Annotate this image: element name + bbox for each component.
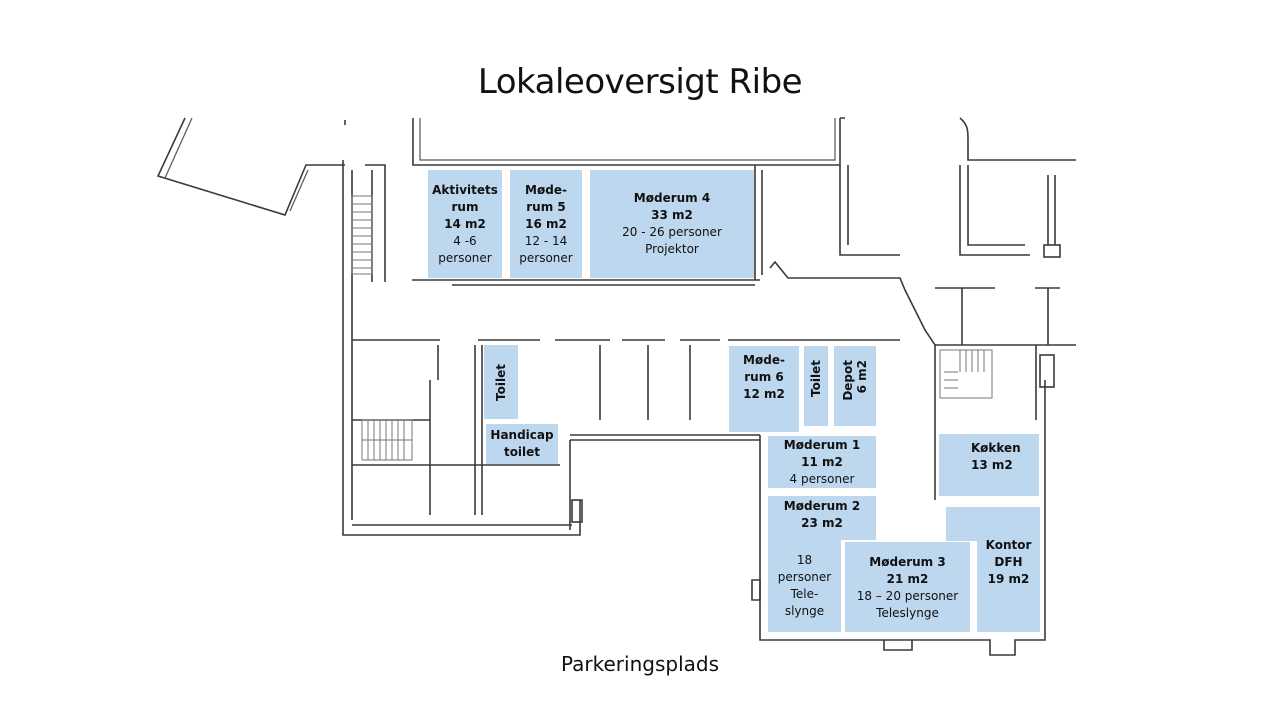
room-name: Møderum 1	[783, 437, 861, 452]
room-name: rum 6	[744, 370, 784, 384]
room-toilet-right[interactable]: Toilet	[804, 346, 828, 426]
room-area: 19 m2	[987, 572, 1030, 586]
room-handicap-toilet[interactable]: Handicap toilet	[486, 424, 558, 464]
room-name: rum 5	[526, 199, 566, 214]
room-koekken[interactable]: Køkken 13 m2	[939, 434, 1039, 496]
room-name: rum	[451, 199, 479, 214]
room-name: Aktivitets	[432, 182, 498, 197]
page-title: Lokaleoversigt Ribe	[477, 62, 803, 102]
room-aktivitetsrum[interactable]: Aktivitets rum 14 m2 4 -6 personer	[428, 170, 502, 278]
room-name: Møde-	[743, 353, 785, 367]
room-area: 14 m2	[444, 216, 486, 231]
room-name: Møde-	[525, 182, 567, 197]
room-capacity: 4 -6	[453, 233, 477, 248]
room-area: 23 m2	[801, 516, 843, 530]
room-moederum-2[interactable]: 18 personer Tele- slynge	[768, 540, 841, 632]
angled-wing-walls	[156, 117, 345, 216]
room-area: 6 m2	[855, 360, 869, 394]
room-name: DFH	[994, 555, 1023, 569]
room-name: Møderum 3	[869, 555, 946, 569]
room-name: Møderum 4	[633, 191, 711, 205]
lower-left-block	[342, 345, 760, 536]
room-area: 21 m2	[886, 572, 929, 586]
corridor-walls	[352, 260, 1076, 420]
room-area: 11 m2	[801, 454, 843, 469]
room-name: toilet	[503, 445, 541, 459]
room-capacity: personer	[519, 250, 573, 265]
right-wing-walls	[751, 345, 1055, 656]
room-capacity: personer	[438, 250, 492, 265]
room-name: Depot	[841, 360, 855, 401]
room-equipment: Projektor	[645, 242, 699, 256]
room-name: Kontor	[985, 538, 1032, 552]
room-area: 12 m2	[743, 387, 785, 401]
room-equipment: slynge	[784, 604, 825, 618]
room-moederum-5[interactable]: Møde- rum 5 16 m2 12 - 14 personer	[510, 170, 582, 278]
room-name: Møderum 2	[783, 499, 861, 513]
room-name: Toilet	[809, 360, 823, 397]
parking-label: Parkeringsplads	[560, 652, 719, 676]
room-toilet-left[interactable]: Toilet	[484, 345, 518, 419]
room-capacity: 12 - 14	[524, 233, 568, 248]
room-area: 16 m2	[525, 216, 567, 231]
room-depot[interactable]: Depot 6 m2	[834, 346, 876, 426]
room-name: Køkken	[971, 441, 1021, 455]
room-area: 13 m2	[971, 458, 1013, 472]
room-moederum-6[interactable]: Møde- rum 6 12 m2	[729, 346, 799, 432]
room-capacity: 18 – 20 personer	[856, 589, 959, 603]
room-kontor-dfh[interactable]: Kontor DFH 19 m2	[977, 507, 1040, 632]
top-outer-walls	[412, 117, 1076, 280]
room-capacity: 18	[796, 553, 813, 567]
room-equipment: Tele-	[790, 587, 819, 601]
room-name: Handicap	[490, 428, 554, 442]
room-equipment: Teleslynge	[876, 606, 939, 620]
room-area: 33 m2	[651, 208, 693, 222]
left-stair-column	[342, 120, 386, 520]
room-capacity: 4 personer	[789, 471, 855, 486]
room-capacity: 20 - 26 personer	[622, 225, 722, 239]
room-moederum-3[interactable]: Møderum 3 21 m2 18 – 20 personer Telesly…	[845, 542, 970, 632]
room-moederum-1[interactable]: Møderum 1 11 m2 4 personer	[768, 436, 876, 488]
room-moederum-2-top[interactable]: Møderum 2 23 m2	[768, 496, 876, 540]
room-name: Toilet	[494, 363, 508, 401]
room-capacity: personer	[777, 570, 832, 584]
room-moederum-4[interactable]: Møderum 4 33 m2 20 - 26 personer Projekt…	[590, 170, 754, 278]
